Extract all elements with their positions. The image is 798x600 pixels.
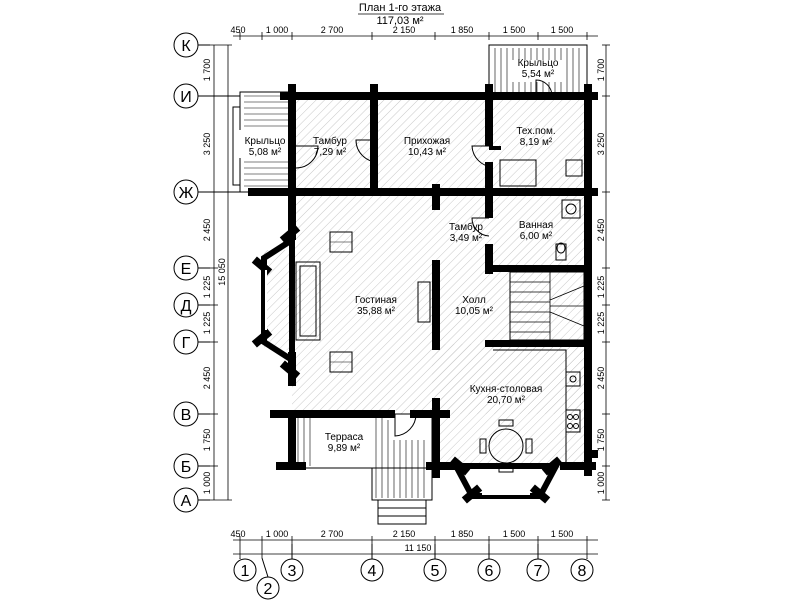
tech-room-equipment [499, 159, 583, 187]
top-dim-2: 2 700 [321, 25, 344, 35]
column-axis-markers: 1 2 3 4 5 6 7 8 [233, 544, 594, 600]
top-dim-4: 1 850 [451, 25, 474, 35]
right-dim-3: 1 225 [596, 276, 606, 299]
axis-row-4: Д [181, 298, 192, 315]
room-kuhnya-area: 20,70 м² [487, 395, 526, 406]
bottom-dim-2: 2 700 [321, 529, 344, 539]
room-tehpom-name: Тех.пом. [516, 126, 555, 137]
top-dimension-line: 450 1 000 2 700 2 150 1 850 1 500 1 500 [230, 25, 598, 40]
room-krylco-left-area: 5,08 м² [249, 147, 282, 158]
room-kuhnya-name: Кухня-столовая [470, 384, 543, 395]
axis-row-2: Ж [179, 185, 194, 202]
room-terrasa-area: 9,89 м² [328, 443, 361, 454]
bottom-dim-4: 1 850 [451, 529, 474, 539]
left-dimension-line: 1 700 3 250 2 450 1 225 1 225 2 450 1 75… [202, 44, 232, 501]
kitchen-furniture [479, 349, 581, 473]
axis-row-6: В [181, 407, 192, 424]
bathroom-fixtures [555, 199, 581, 261]
left-dim-6: 1 750 [202, 429, 212, 452]
axis-col-7: 8 [578, 563, 587, 580]
bottom-dim-5: 1 500 [503, 529, 526, 539]
left-dim-0: 1 700 [202, 59, 212, 82]
left-dim-3: 1 225 [202, 276, 212, 299]
room-tambur1-name: Тамбур [313, 135, 347, 147]
plan-area: 117,03 м² [376, 15, 423, 27]
right-dim-2: 2 450 [596, 219, 606, 242]
room-tehpom-area: 8,19 м² [520, 137, 553, 148]
axis-row-1: И [180, 89, 192, 106]
terrace [291, 413, 433, 525]
axis-row-5: Г [182, 335, 191, 352]
left-dim-5: 2 450 [202, 367, 212, 390]
room-krylco-left-name: Крыльцо [245, 136, 286, 147]
plan-title: План 1-го этажа [359, 2, 442, 14]
room-tambur1-area: 7,29 м² [314, 147, 347, 158]
bottom-dim-1: 1 000 [266, 529, 289, 539]
row-axis-markers: К И Ж Е Д Г В Б А [173, 32, 250, 513]
axis-col-0: 1 [241, 563, 250, 580]
top-dim-3: 2 150 [393, 25, 416, 35]
room-vannaya-area: 6,00 м² [520, 231, 553, 242]
right-dimension-line: 1 700 3 250 2 450 1 225 1 225 2 450 1 75… [596, 44, 610, 501]
room-tambur2-name: Тамбур [449, 221, 483, 233]
right-dim-5: 2 450 [596, 367, 606, 390]
living-bay-window [251, 224, 301, 380]
left-dim-7: 1 000 [202, 472, 212, 495]
bottom-dim-6: 1 500 [551, 529, 574, 539]
top-dim-5: 1 500 [503, 25, 526, 35]
right-dim-1: 3 250 [596, 133, 606, 156]
room-tambur2-area: 3,49 м² [450, 233, 483, 244]
axis-col-5: 6 [485, 563, 494, 580]
room-holl-area: 10,05 м² [455, 306, 494, 317]
floor-hatching [264, 96, 587, 468]
room-vannaya-name: Ванная [519, 220, 553, 231]
right-dim-4: 1 225 [596, 312, 606, 335]
right-dim-6: 1 750 [596, 429, 606, 452]
room-gostinaya-area: 35,88 м² [357, 306, 396, 317]
right-dim-7: 1 000 [596, 472, 606, 495]
bottom-dimension-line: 450 1 000 2 700 2 150 1 850 1 500 1 500 … [230, 529, 598, 558]
room-krylco-top-name: Крыльцо [518, 58, 559, 69]
bottom-dim-3: 2 150 [393, 529, 416, 539]
walls [248, 84, 598, 478]
kitchen-bay-window [449, 456, 563, 504]
left-dim-1: 3 250 [202, 133, 212, 156]
axis-row-7: Б [181, 459, 192, 476]
room-terrasa-name: Терраса [325, 432, 364, 443]
left-total-dim: 15 050 [217, 258, 227, 286]
living-furniture [295, 231, 431, 373]
axis-col-4: 5 [431, 563, 440, 580]
left-dim-4: 1 225 [202, 312, 212, 335]
room-krylco-top-area: 5,54 м² [522, 69, 555, 80]
room-holl-name: Холл [462, 295, 486, 306]
room-labels: Крыльцо 5,54 м² Крыльцо 5,08 м² Тамбур 7… [245, 58, 559, 454]
room-gostinaya-name: Гостиная [355, 295, 397, 306]
right-dim-0: 1 700 [596, 59, 606, 82]
top-dim-6: 1 500 [551, 25, 574, 35]
bottom-total-dim: 11 150 [405, 543, 432, 553]
axis-row-8: А [181, 493, 192, 510]
axis-row-3: Е [181, 261, 192, 278]
bottom-dim-0: 450 [230, 529, 245, 539]
porch-left [232, 91, 293, 193]
doors [295, 79, 553, 437]
room-prihozhaya-name: Прихожая [404, 136, 450, 147]
axis-col-6: 7 [534, 563, 543, 580]
left-dim-2: 2 450 [202, 219, 212, 242]
top-dim-1: 1 000 [266, 25, 289, 35]
staircase [509, 271, 585, 341]
axis-col-1: 2 [264, 581, 273, 598]
axis-row-0: К [181, 38, 191, 55]
axis-col-3: 4 [368, 563, 377, 580]
top-dim-0: 450 [230, 25, 245, 35]
room-prihozhaya-area: 10,43 м² [408, 147, 447, 158]
axis-col-2: 3 [288, 563, 297, 580]
